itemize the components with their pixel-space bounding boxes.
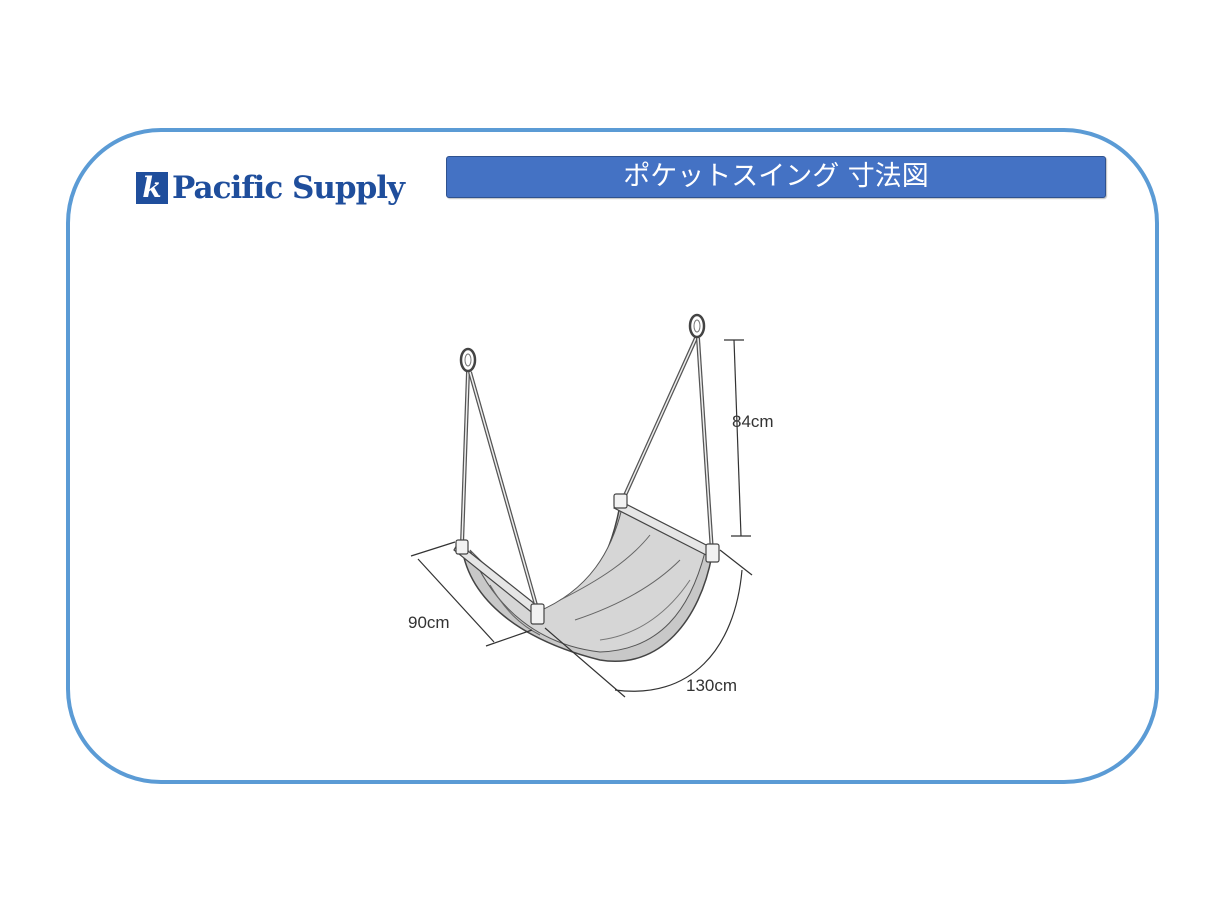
dim-length-label: 130cm (686, 676, 737, 695)
dim-width-line (417, 558, 495, 643)
dim-height-label: 84cm (732, 412, 774, 431)
brand-logo: k Pacific Supply (136, 166, 405, 210)
fabric-fold-4 (599, 579, 691, 641)
buckle-front-left (455, 539, 469, 555)
dim-width-label: 90cm (408, 613, 450, 632)
carabiner-right-icon (688, 313, 706, 339)
fabric-fold-2 (574, 559, 681, 621)
rounded-frame (66, 128, 1159, 784)
fabric-fold-1 (559, 534, 651, 601)
fabric-fold-3 (489, 584, 541, 636)
buckle-rear-left (613, 493, 628, 509)
carabiner-left-icon (459, 347, 477, 373)
page-title: ポケットスイング 寸法図 (446, 156, 1106, 198)
dim-length-arc (614, 569, 743, 692)
brand-name: Pacific Supply (172, 170, 405, 206)
pocket-swing-dimension-diagram: 84cm 90cm 130cm (408, 313, 774, 698)
buckle-rear-right (705, 543, 720, 563)
buckle-front-right (530, 603, 545, 625)
logo-mark-icon: k (136, 172, 168, 204)
dim-height-line (733, 339, 742, 537)
